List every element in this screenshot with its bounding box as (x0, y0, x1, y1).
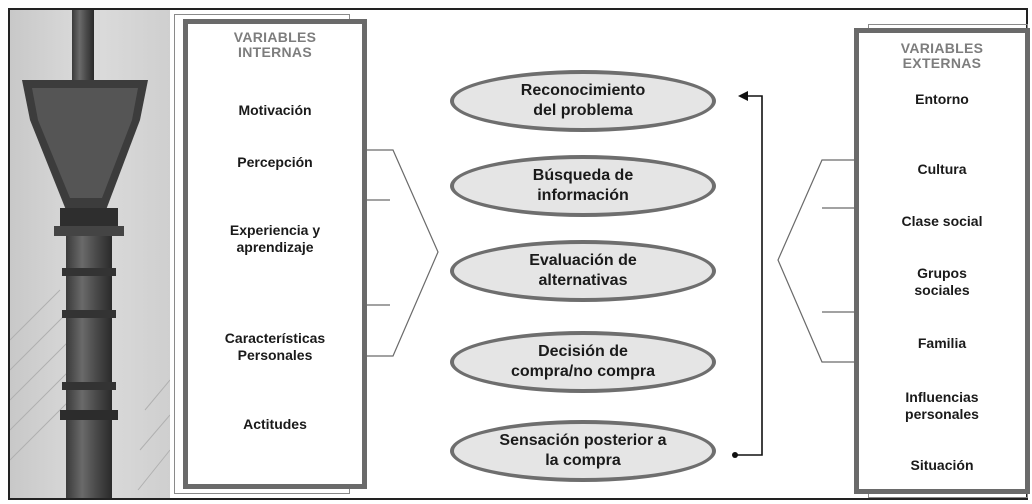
stage-label: Decisión de compra/no compra (510, 343, 656, 380)
external-to-process-arrow (777, 159, 868, 363)
internal-variables-title: VARIABLES INTERNAS (233, 29, 317, 60)
internal-variable-perception: Percepción (237, 154, 313, 170)
stage-label: Reconocimiento del problema (520, 82, 646, 119)
external-variables-panel: VARIABLES EXTERNAS Entorno Cultura Clase… (854, 28, 1030, 494)
internal-variable-attitudes: Actitudes (243, 416, 307, 432)
external-variable-social-groups: Grupos sociales (914, 265, 970, 298)
stage-label: Sensación posterior a la compra (499, 432, 667, 469)
stage-post-purchase: Sensación posterior a la compra (450, 420, 716, 482)
external-variable-family: Familia (917, 335, 967, 351)
stage-label: Evaluación de alternativas (529, 252, 637, 289)
internal-variable-experience: Experiencia y aprendizaje (229, 222, 321, 255)
feedback-loop-arrow (735, 95, 763, 456)
lamp-post-photo (10, 10, 170, 498)
stage-label: Búsqueda de información (532, 167, 634, 204)
internal-variable-motivation: Motivación (238, 102, 312, 118)
stage-information-search: Búsqueda de información (450, 155, 716, 217)
external-variable-situation: Situación (910, 457, 974, 473)
external-variable-culture: Cultura (917, 161, 967, 177)
stage-alternatives-evaluation: Evaluación de alternativas (450, 240, 716, 302)
external-variable-personal-influences: Influencias personales (905, 389, 979, 422)
internal-variables-panel: VARIABLES INTERNAS Motivación Percepción… (183, 19, 367, 489)
stage-problem-recognition: Reconocimiento del problema (450, 70, 716, 132)
external-variable-environment: Entorno (915, 91, 969, 107)
stage-purchase-decision: Decisión de compra/no compra (450, 331, 716, 393)
internal-to-process-arrow (348, 149, 439, 357)
internal-variable-characteristics: Características Personales (224, 330, 326, 363)
external-variables-title: VARIABLES EXTERNAS (900, 40, 984, 71)
external-variable-social-class: Clase social (901, 213, 983, 229)
